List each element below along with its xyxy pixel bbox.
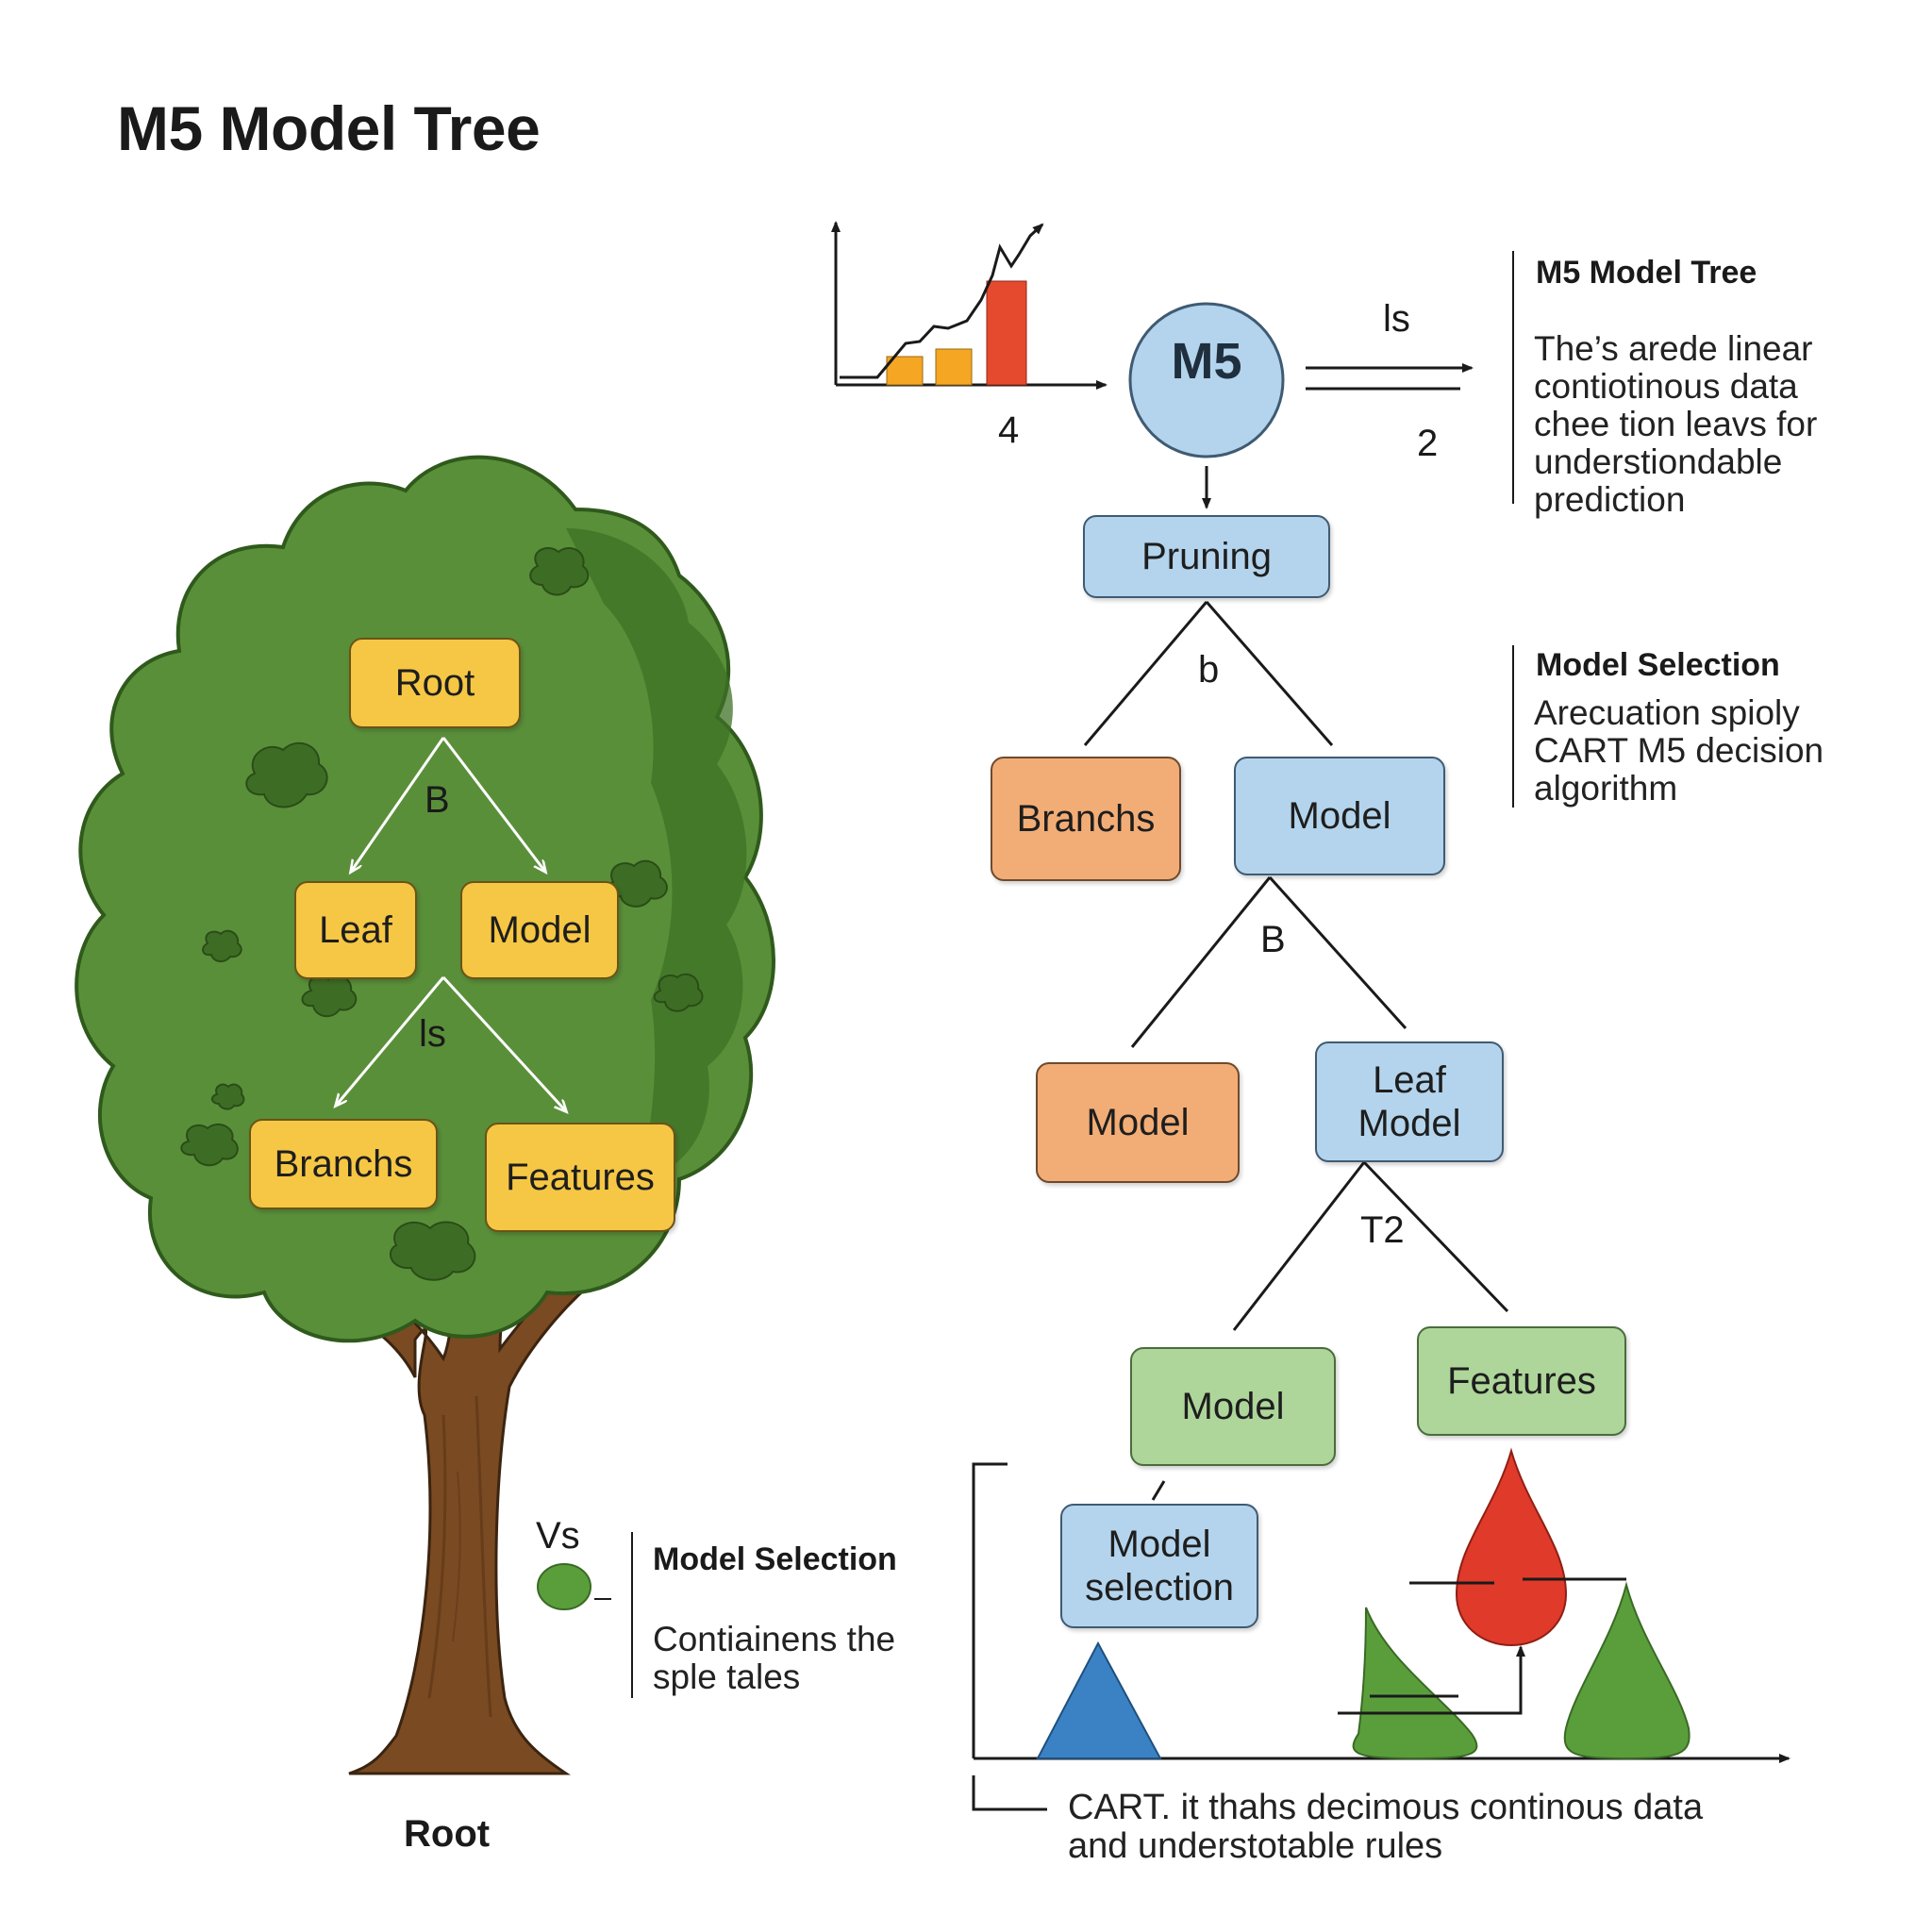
left-note-line: sple tales	[653, 1657, 801, 1696]
right-note-2-title: Model Selection	[1536, 647, 1780, 683]
blue-triangle	[1036, 1641, 1162, 1759]
right-note-2-body: Arecuation spioly CART M5 decision algor…	[1534, 694, 1824, 808]
chart-label-4: 4	[998, 409, 1020, 451]
right-note-1-line: chee tion leavs for	[1534, 404, 1818, 443]
tree-features-box: Features	[485, 1123, 675, 1232]
right-note-1-line: The’s arede linear	[1534, 329, 1813, 368]
tree-model-box: Model	[460, 881, 619, 979]
m5-label: M5	[1171, 333, 1242, 390]
right-note-2-line: algorithm	[1534, 768, 1678, 808]
red-drop	[1455, 1447, 1568, 1647]
arrow-label-top: ls	[1383, 298, 1410, 340]
tree-canopy	[75, 455, 775, 1343]
bottom-caption: CART. it thahs decimous continous data a…	[1068, 1788, 1704, 1867]
flow-branchs-box: Branchs	[991, 757, 1181, 881]
tree-illustration	[75, 455, 775, 1775]
leaf-marker	[537, 1563, 591, 1610]
mini-chart	[831, 221, 1108, 390]
flow-model-selection-box: Model selection	[1060, 1504, 1258, 1628]
page-title: M5 Model Tree	[117, 93, 541, 163]
mini-bar-1	[886, 356, 924, 386]
flow-model-orange-box: Model	[1036, 1062, 1240, 1183]
tree-trunk	[346, 1262, 608, 1775]
flow-connectors	[1083, 601, 1509, 1501]
right-note-1-body: The’s arede linear contiotinous data che…	[1534, 330, 1817, 519]
tree-label-b: B	[425, 779, 450, 821]
lower-connectors	[1338, 1577, 1626, 1715]
right-note-1-title: M5 Model Tree	[1536, 255, 1757, 291]
right-note-2-line: Arecuation spioly	[1534, 693, 1800, 732]
m5-circle	[1128, 302, 1285, 458]
right-note-1-line: contiotinous data	[1534, 366, 1798, 406]
tree-bottom-label: Root	[404, 1813, 491, 1855]
flow-label-b2: B	[1260, 919, 1286, 960]
right-note-2-line: CART M5 decision	[1534, 730, 1824, 770]
green-cone-left	[1352, 1607, 1478, 1760]
right-note-1-line: prediction	[1534, 479, 1686, 519]
mini-bar-2	[935, 348, 973, 386]
mini-bar-3	[986, 280, 1027, 386]
tree-branchs-box: Branchs	[249, 1119, 438, 1209]
right-note-1-line: understiondable	[1534, 441, 1783, 481]
tree-arrows	[336, 737, 566, 1111]
tree-root-box: Root	[349, 638, 521, 728]
left-note-line: Contiainens the	[653, 1620, 896, 1658]
flow-leaf-model-line: Leaf	[1373, 1059, 1446, 1101]
flow-label-t2: T2	[1360, 1209, 1405, 1251]
flow-model-box: Model	[1234, 757, 1445, 875]
left-note-title: Model Selection	[653, 1541, 897, 1577]
flow-model-selection-line: Model	[1108, 1524, 1211, 1565]
caption-line: CART. it thahs decimous continous data	[1068, 1788, 1704, 1827]
green-cone-right	[1563, 1581, 1690, 1760]
flow-model-selection-line: selection	[1085, 1567, 1234, 1608]
flow-leaf-model-box: Leaf Model	[1315, 1041, 1504, 1162]
vs-label: Vs	[536, 1515, 580, 1557]
caption-line: and understotable rules	[1068, 1826, 1443, 1867]
flow-pruning-box: Pruning	[1083, 515, 1330, 598]
flow-features-box: Features	[1417, 1326, 1626, 1436]
arrow-label-bottom: 2	[1417, 423, 1439, 464]
flow-leaf-model-line: Model	[1357, 1103, 1461, 1144]
mini-trend-line	[840, 223, 1044, 379]
flow-label-b1: b	[1198, 649, 1220, 691]
left-note-body: Contiainens the sple tales	[653, 1621, 895, 1696]
tree-leaf-box: Leaf	[294, 881, 417, 979]
tree-label-ls: ls	[419, 1013, 446, 1055]
flow-model-green-box: Model	[1130, 1347, 1336, 1466]
